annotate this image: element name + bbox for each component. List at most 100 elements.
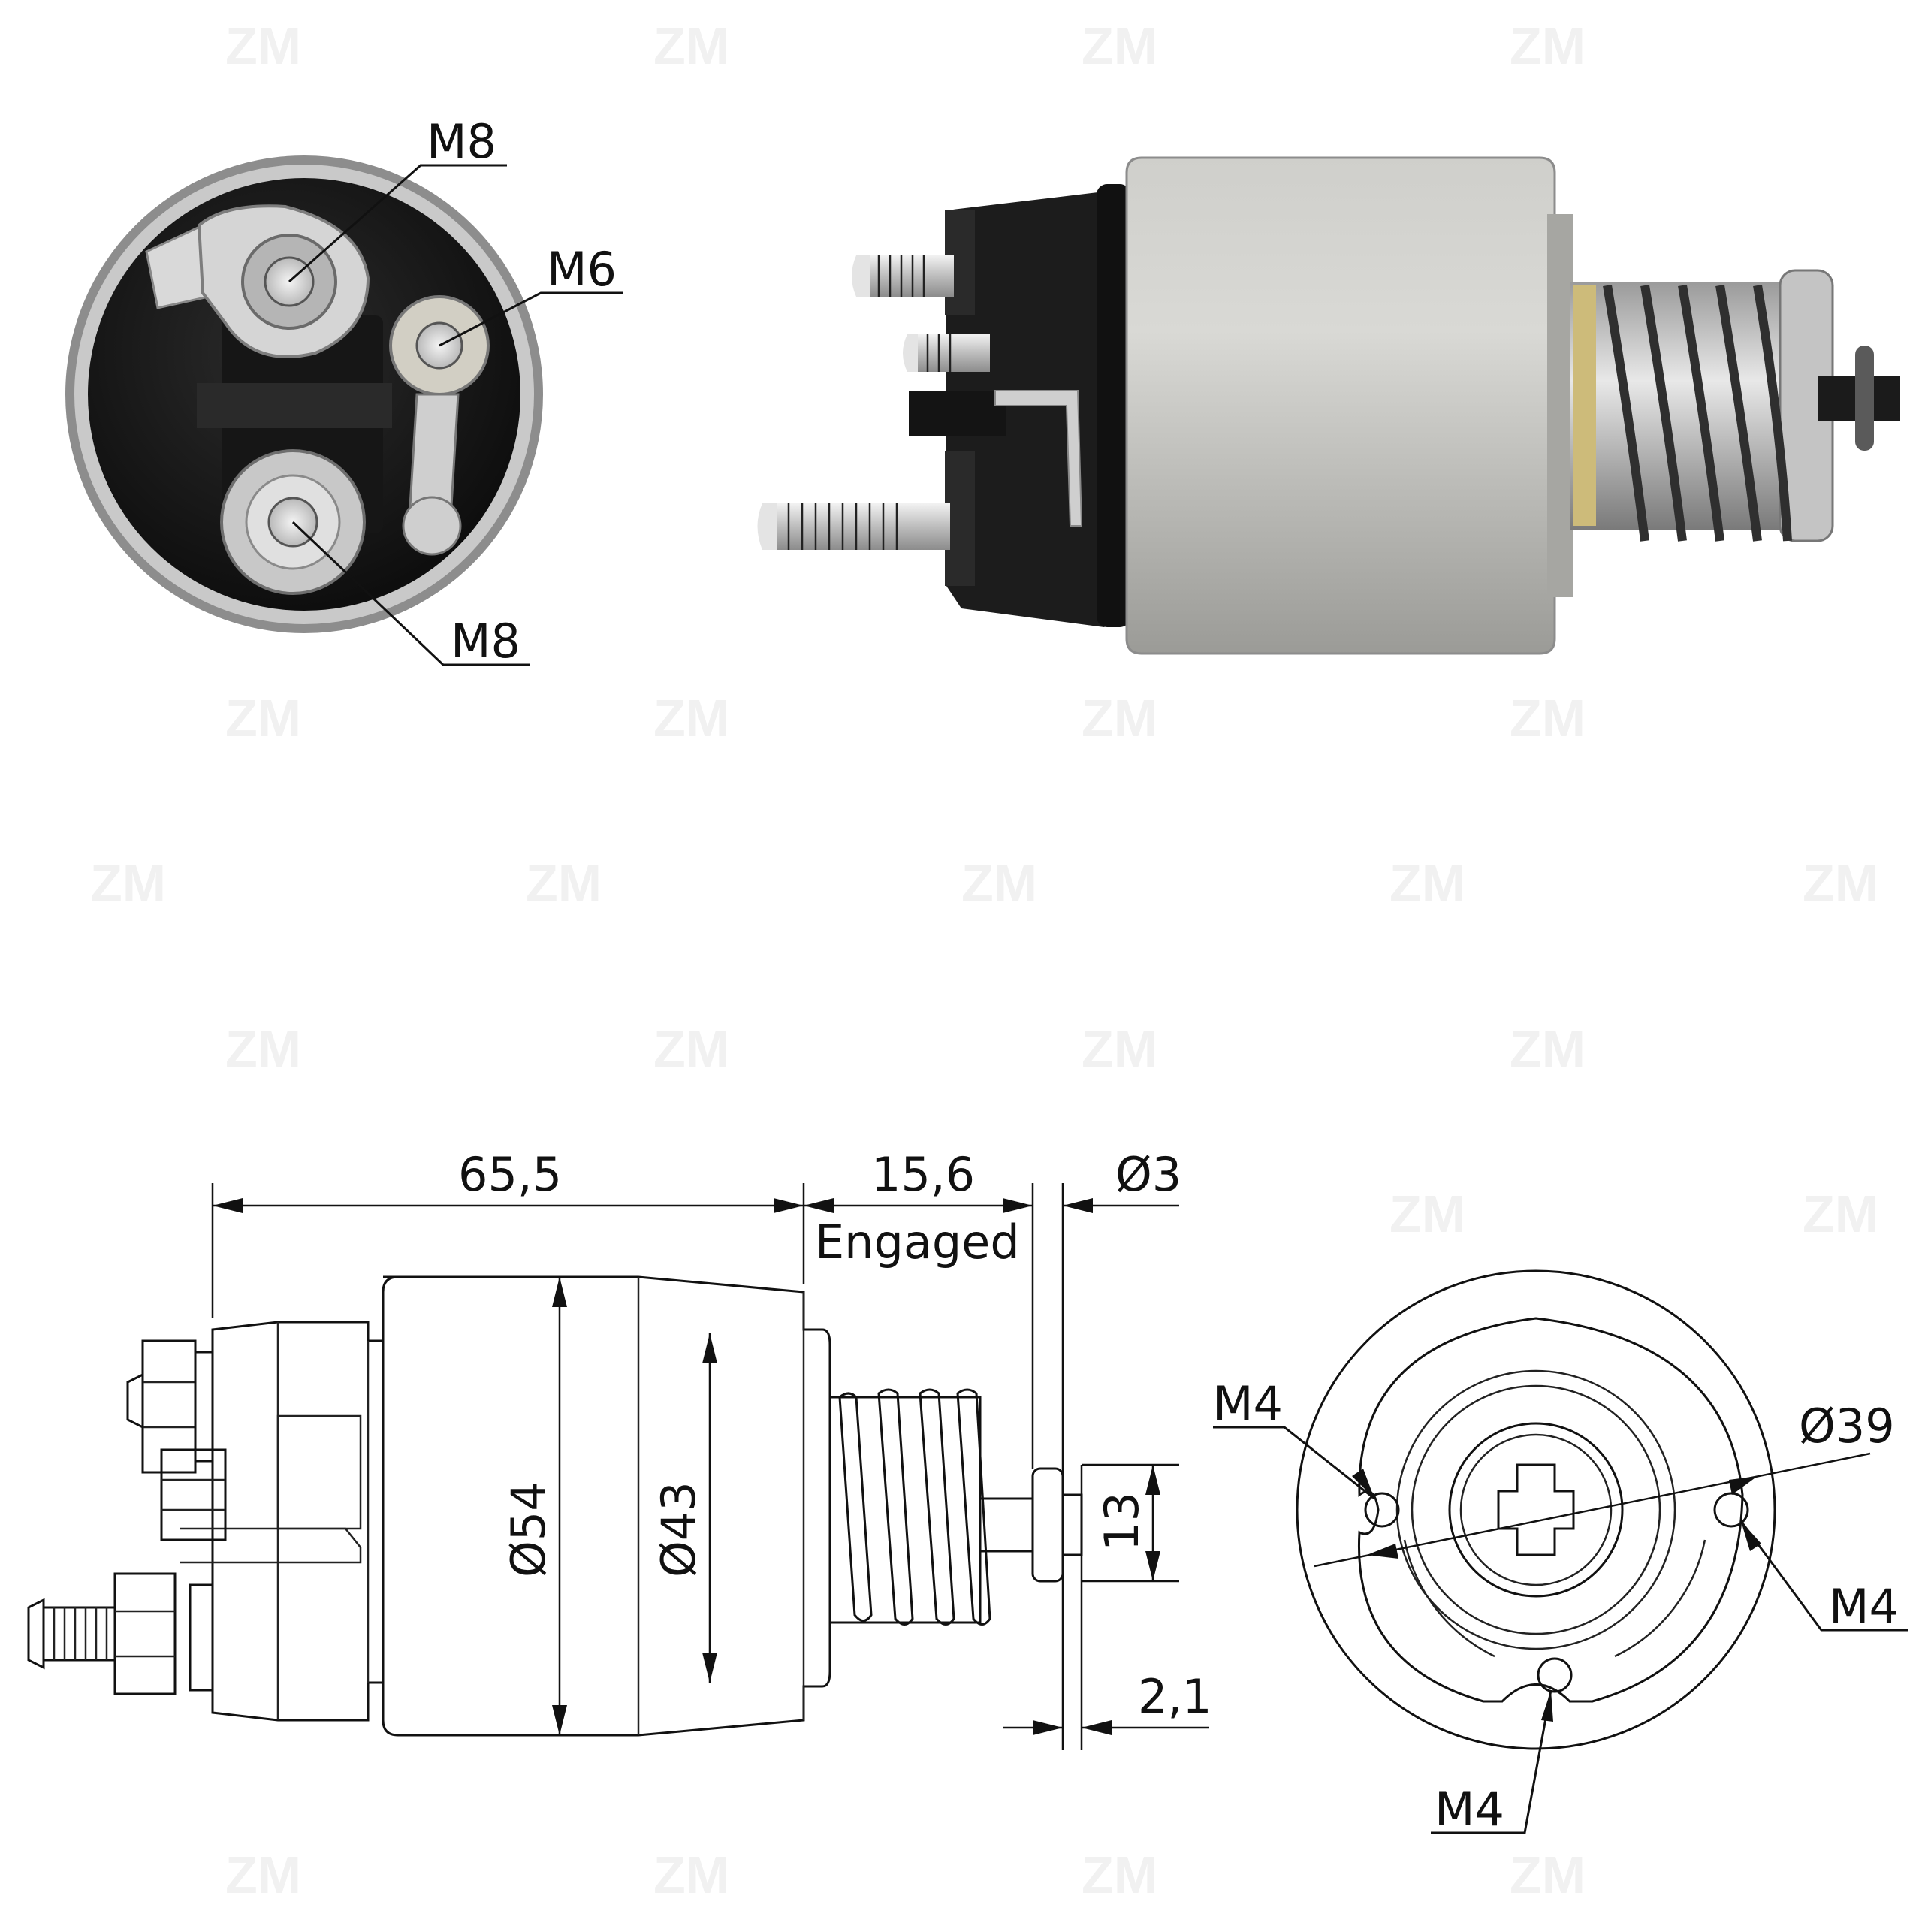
watermark-text: ZM: [653, 17, 729, 75]
leader-m4-right: [1739, 1520, 1908, 1632]
watermark-text: ZM: [1389, 854, 1465, 913]
label-m4-bottom: M4: [1435, 1782, 1504, 1837]
mount-hole-bottom: [1537, 1657, 1573, 1693]
label-bottom-m8: M8: [451, 614, 520, 669]
arrowhead: [1145, 1551, 1160, 1581]
washer-lower: [189, 1583, 214, 1692]
arrowhead: [1729, 1476, 1758, 1495]
watermark-text: ZM: [1082, 1019, 1157, 1078]
arrowhead: [1003, 1198, 1033, 1213]
return-spring: [1603, 285, 1792, 542]
stud-upper-tip: [852, 255, 870, 297]
watermark-text: ZM: [961, 854, 1037, 913]
housing-collar: [1097, 184, 1130, 627]
arrowhead: [702, 1333, 717, 1363]
cap-rib: [197, 383, 392, 428]
watermark-text: ZM: [1510, 17, 1586, 75]
watermark-text: ZM: [225, 1019, 301, 1078]
dim-d54: Ø54: [501, 1481, 556, 1577]
bolt-circle-arc: [1403, 1539, 1495, 1658]
plunger-bore: [1448, 1422, 1624, 1598]
arrowhead: [804, 1198, 834, 1213]
dim-d43: Ø43: [651, 1481, 706, 1577]
stud-tip-upper: [126, 1372, 144, 1429]
label-m4-right: M4: [1829, 1579, 1899, 1634]
strap-outline: [180, 1527, 362, 1564]
dim-d3: Ø3: [1115, 1147, 1181, 1202]
dim-2-1: 2,1: [1138, 1669, 1212, 1724]
watermark-text: ZM: [653, 1846, 729, 1904]
stud-middle-tip: [903, 334, 918, 372]
arrowhead: [1367, 1544, 1398, 1559]
watermark-text: ZM: [1510, 1019, 1586, 1078]
watermark-text: ZM: [1082, 689, 1157, 747]
inner-ring: [1411, 1384, 1661, 1635]
plunger-bore-inner: [1459, 1433, 1613, 1586]
leader-top-m8: [288, 164, 507, 283]
leader-m4-bottom: [1431, 1689, 1552, 1834]
arrowhead: [1145, 1465, 1160, 1495]
dim-line-d39: [1314, 1452, 1871, 1568]
label-top-m8: M8: [427, 114, 496, 169]
arrowhead: [1082, 1720, 1112, 1735]
spring-outline: [838, 1388, 991, 1626]
plunger-cross-slot: [1497, 1463, 1575, 1556]
washer-upper: [194, 1351, 214, 1463]
leader-bottom-m8: [291, 521, 530, 666]
arrowhead: [1541, 1690, 1553, 1722]
watermark-text: ZM: [1803, 854, 1878, 913]
dim-65-5: 65,5: [458, 1147, 562, 1202]
stud-threads: [787, 255, 952, 550]
label-m6: M6: [547, 242, 617, 297]
plunger-head: [1031, 1467, 1064, 1583]
watermark-text: ZM: [225, 1846, 301, 1904]
watermark-text: ZM: [1510, 1846, 1586, 1904]
arrowhead: [552, 1277, 567, 1307]
watermark-text: ZM: [225, 17, 301, 75]
terminal-cap-outline: [211, 1321, 385, 1722]
watermark-text: ZM: [653, 689, 729, 747]
watermark-text: ZM: [1082, 17, 1157, 75]
stud-lower-tip: [757, 503, 777, 550]
watermark-text: ZM: [526, 854, 602, 913]
plunger-tip: [1061, 1493, 1083, 1556]
watermark-text: ZM: [90, 854, 166, 913]
dim-15-6: 15,6: [871, 1147, 975, 1202]
watermark-text: ZM: [1082, 1846, 1157, 1904]
stud-middle: [907, 334, 990, 372]
bolt-circle-arc: [1614, 1539, 1706, 1658]
nut-middle: [160, 1448, 227, 1541]
arrowhead: [1063, 1198, 1093, 1213]
leader-m4-left: [1213, 1426, 1375, 1500]
housing-outline: [382, 1275, 831, 1737]
dim-13: 13: [1094, 1492, 1149, 1551]
cap-boss-outline: [276, 1414, 362, 1530]
watermark-text: ZM: [1389, 1185, 1465, 1243]
inner-ring: [1395, 1369, 1676, 1650]
nut-lower: [113, 1572, 177, 1695]
solenoid-housing: [1125, 156, 1556, 655]
dim-engaged: Engaged: [815, 1215, 1020, 1269]
side-view-photo: [757, 156, 1900, 655]
label-m4-left: M4: [1213, 1376, 1283, 1431]
flange-outer-circle: [1296, 1269, 1776, 1750]
nut-upper: [141, 1339, 197, 1474]
arrowhead: [1741, 1521, 1761, 1551]
arrowhead: [552, 1705, 567, 1735]
arrowhead: [702, 1653, 717, 1683]
side-dimension-drawing: 65,5 15,6 Engaged Ø3: [27, 1147, 1212, 1750]
plunger-cross-pin: [1855, 346, 1874, 451]
mount-hole-left: [1364, 1492, 1400, 1528]
dim-d39: Ø39: [1799, 1399, 1895, 1454]
terminal-end-photo: M8 M6 M8: [65, 114, 623, 669]
watermark-text: ZM: [1510, 689, 1586, 747]
cap-flange: [909, 391, 1006, 436]
lower-thread-lines: [53, 1607, 108, 1660]
mount-hole-right: [1713, 1492, 1749, 1528]
housing-end-step: [1547, 214, 1573, 597]
strap-end: [402, 496, 462, 556]
watermark-text: ZM: [653, 1019, 729, 1078]
plunger-stem: [979, 1497, 1034, 1553]
